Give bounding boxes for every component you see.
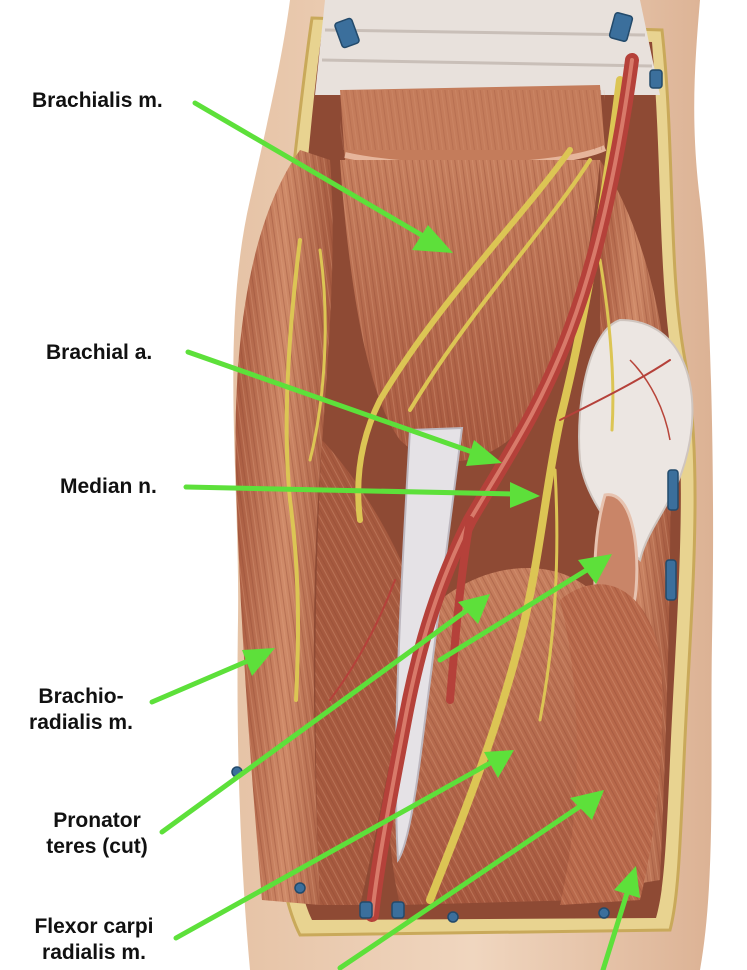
label-flexor-carpi-radialis-line-2: radialis m. [42,941,146,964]
arrow-median-n [183,482,540,508]
arrow-brachial-a [185,349,502,466]
label-pronator-teres-line-2: teres (cut) [46,835,148,858]
retracted-fascia [315,0,660,95]
label-brachioradialis-line-1: Brachio- [38,685,124,708]
arrow-brachioradialis [149,648,275,705]
arrow-pronator-teres [159,554,612,835]
pointer-arrows [149,100,640,970]
label-brachial-artery: Brachial a. [46,341,153,364]
pins [231,12,679,923]
label-flexor-carpi-radialis: Flexor carpi radialis m. [14,914,174,966]
label-median-nerve: Median n. [60,475,157,498]
arteries [329,53,671,922]
arrow-flexor-carpi-radialis [173,750,514,941]
label-brachialis: Brachialis m. [32,89,163,112]
arrow-lower-muscle-2 [600,866,640,970]
arrow-lower-muscle-1 [337,790,604,970]
label-pronator-teres-line-1: Pronator [53,809,141,832]
label-flexor-carpi-radialis-line-1: Flexor carpi [34,915,154,938]
label-pronator-teres: Pronator teres (cut) [34,808,160,860]
label-brachioradialis-line-2: radialis m. [29,711,133,734]
label-brachioradialis: Brachio- radialis m. [18,684,144,736]
arrow-brachialis [192,100,453,253]
